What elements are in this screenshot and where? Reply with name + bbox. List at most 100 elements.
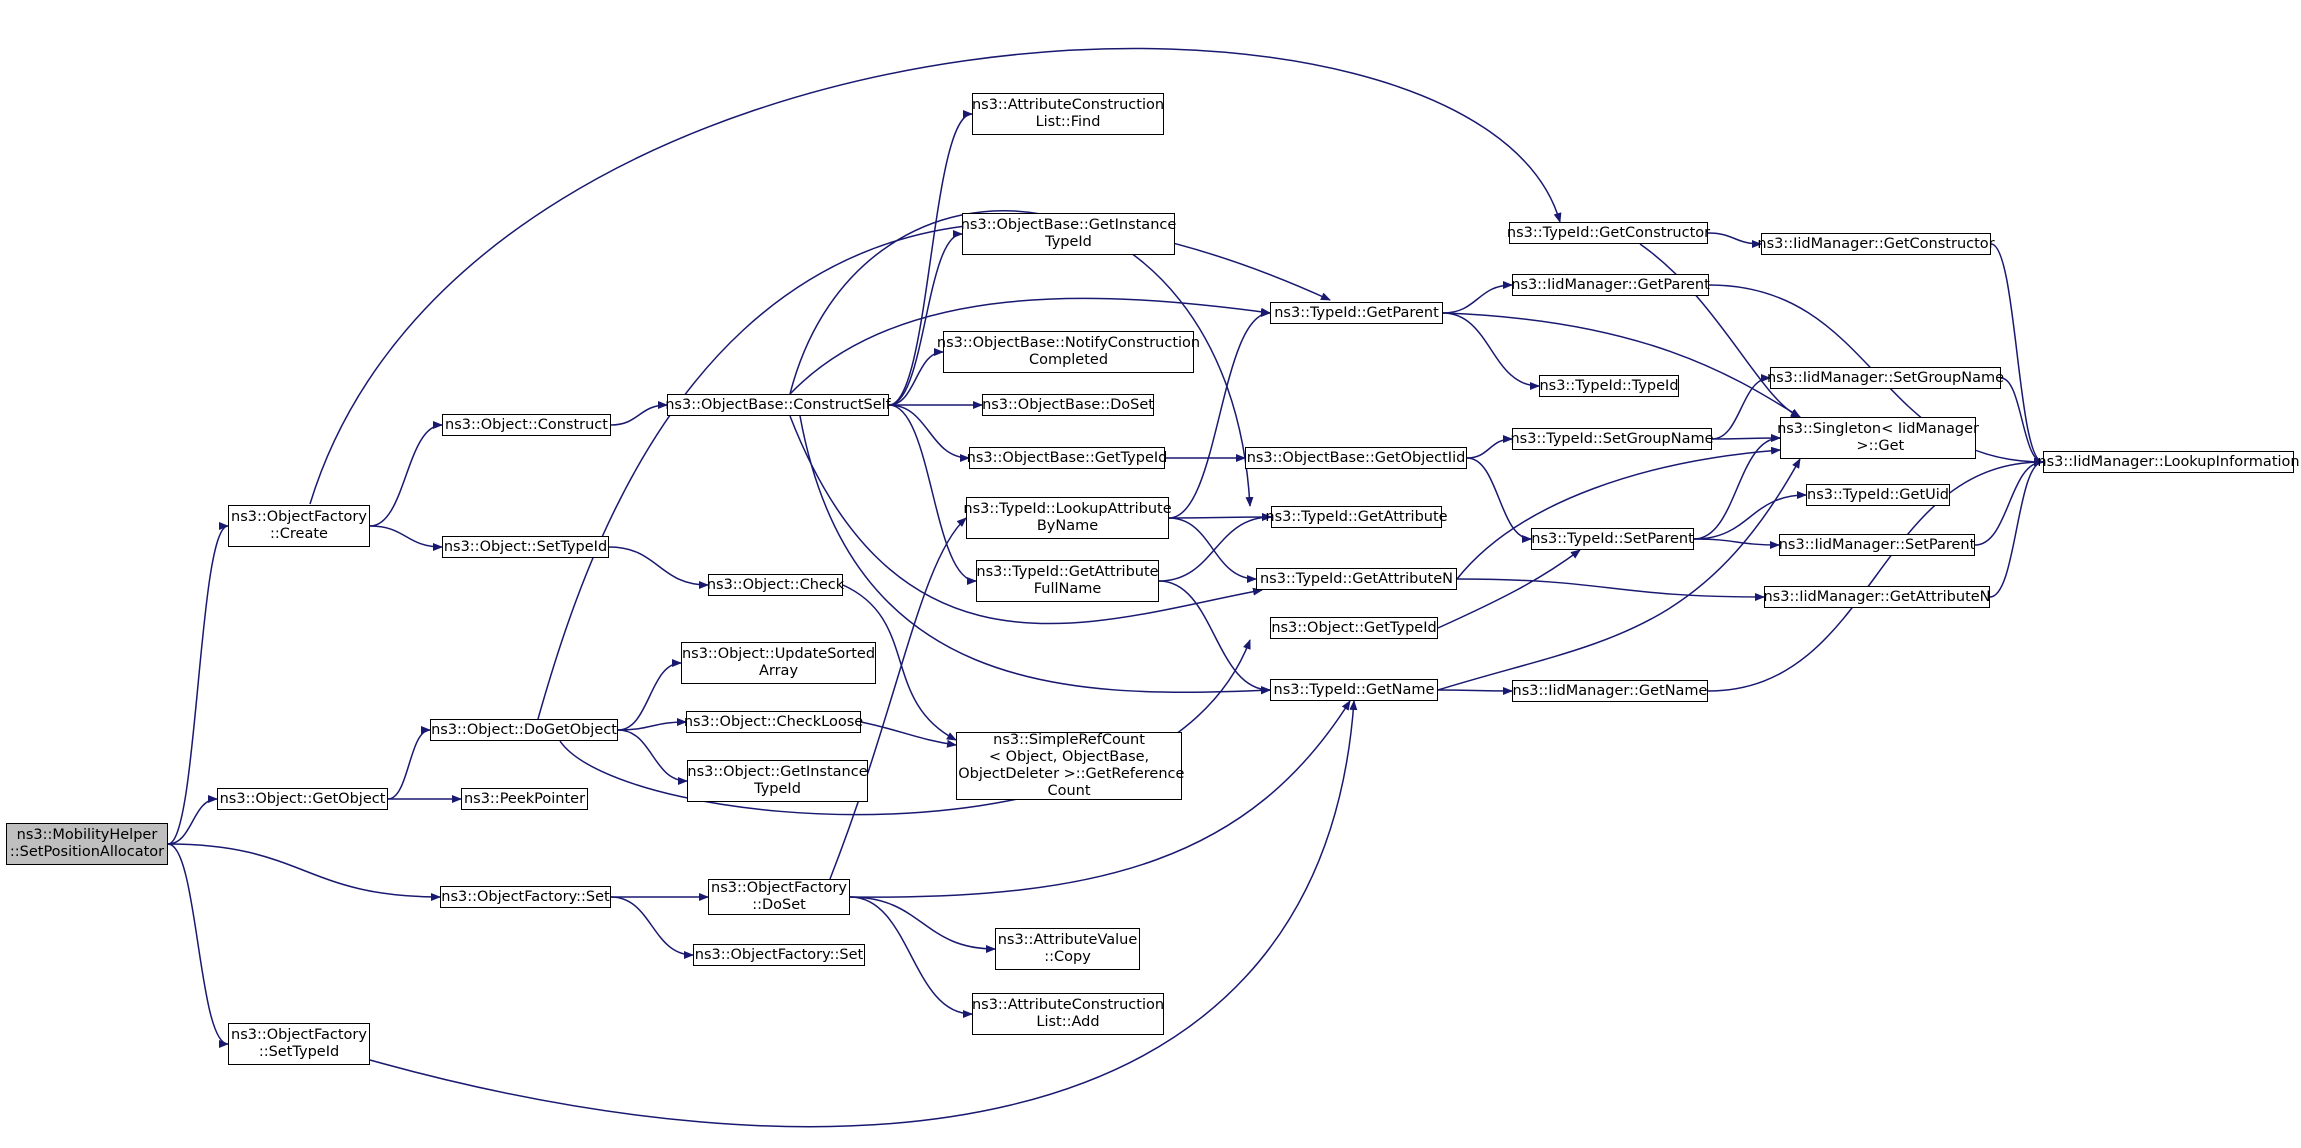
node-label: ns3::Object::Check (706, 576, 845, 593)
node-label: ns3::AttributeConstruction List::Find (971, 97, 1165, 130)
node-o-getinstancetypeid[interactable]: ns3::Object::GetInstance TypeId (687, 760, 868, 802)
node-singleton-get[interactable]: ns3::Singleton< IidManager >::Get (1777, 417, 1979, 459)
node-iid-setgroupname[interactable]: ns3::IidManager::SetGroupName (1766, 367, 2005, 389)
node-label: ns3::ObjectBase::GetTypeId (966, 449, 1168, 466)
node-label: ns3::Singleton< IidManager >::Get (1777, 421, 1979, 454)
node-srcount[interactable]: ns3::SimpleRefCount < Object, ObjectBase… (956, 732, 1184, 800)
node-tid-typeid[interactable]: ns3::TypeId::TypeId (1539, 375, 1679, 397)
node-tid-getname[interactable]: ns3::TypeId::GetName (1270, 679, 1438, 701)
node-label: ns3::Object::GetInstance TypeId (687, 764, 868, 797)
node-label: ns3::Object::UpdateSorted Array (681, 646, 876, 679)
node-label: ns3::ObjectBase::DoSet (982, 396, 1154, 413)
node-o-construct[interactable]: ns3::Object::Construct (442, 414, 611, 436)
node-tid-getconstructor[interactable]: ns3::TypeId::GetConstructor (1506, 222, 1711, 244)
node-o-getobject[interactable]: ns3::Object::GetObject (217, 788, 388, 810)
node-label: ns3::Object::CheckLoose (683, 713, 864, 730)
node-ob-doset[interactable]: ns3::ObjectBase::DoSet (982, 394, 1154, 416)
node-of-doset[interactable]: ns3::ObjectFactory ::DoSet (708, 879, 850, 915)
node-ob-getinstancetypeid[interactable]: ns3::ObjectBase::GetInstance TypeId (960, 213, 1177, 255)
node-iid-getname[interactable]: ns3::IidManager::GetName (1512, 680, 1708, 702)
node-tid-getattribute[interactable]: ns3::TypeId::GetAttribute (1265, 506, 1448, 528)
node-label: ns3::AttributeConstruction List::Add (971, 997, 1165, 1030)
node-label: ns3::IidManager::GetName (1512, 682, 1708, 699)
edge-iid_getconstructor-to-iid_lookupinfo (1990, 243, 2044, 466)
node-label: ns3::ObjectFactory ::SetTypeId (231, 1027, 367, 1060)
node-o-gettypeid[interactable]: ns3::Object::GetTypeId (1270, 617, 1438, 639)
node-label: ns3::TypeId::GetConstructor (1506, 224, 1711, 241)
edge-root-to-of_create (167, 522, 229, 845)
node-o-settypeid[interactable]: ns3::Object::SetTypeId (442, 536, 609, 558)
node-tid-getattributen[interactable]: ns3::TypeId::GetAttributeN (1256, 568, 1457, 590)
node-peekpointer[interactable]: ns3::PeekPointer (461, 788, 588, 810)
node-ob-gettypeid[interactable]: ns3::ObjectBase::GetTypeId (966, 447, 1168, 469)
edge-of_create-to-tid_getconstructor (309, 47, 1562, 505)
node-of-set2[interactable]: ns3::ObjectFactory::Set (693, 944, 865, 966)
node-label: ns3::ObjectFactory ::DoSet (711, 880, 847, 913)
edge-tid_lookupattr-to-tid_getattributen (1168, 517, 1257, 583)
node-label: ns3::TypeId::LookupAttribute ByName (963, 501, 1172, 534)
edge-o_dogetobject-to-o_gettypeid (559, 639, 1251, 816)
node-label: ns3::TypeId::SetParent (1531, 530, 1694, 547)
node-ob-getobjectiid[interactable]: ns3::ObjectBase::GetObjectIid (1245, 447, 1467, 469)
edge-o_getobject-to-o_dogetobject (387, 726, 431, 800)
node-tid-setparent[interactable]: ns3::TypeId::SetParent (1531, 528, 1694, 550)
edge-root-to-of_settypeid (167, 843, 229, 1048)
node-label: ns3::TypeId::SetGroupName (1510, 430, 1714, 447)
edge-ob_getobjectiid-to-tid_setparent (1466, 457, 1532, 543)
node-iid-setparent[interactable]: ns3::IidManager::SetParent (1779, 534, 1975, 556)
node-label: ns3::IidManager::SetGroupName (1766, 369, 2005, 386)
node-label: ns3::TypeId::GetName (1273, 681, 1435, 698)
node-label: ns3::AttributeValue ::Copy (997, 932, 1138, 965)
edge-tid_getattributen-to-iid_getattributen (1456, 578, 1765, 601)
edge-iid_getname-to-iid_lookupinfo (1707, 458, 2044, 692)
node-iid-getparent[interactable]: ns3::IidManager::GetParent (1511, 274, 1710, 296)
node-label: ns3::ObjectBase::GetInstance TypeId (960, 217, 1177, 250)
node-label: ns3::TypeId::GetUid (1807, 486, 1949, 503)
edge-o_settypeid-to-o_check (608, 546, 709, 589)
node-tid-getattrfullname[interactable]: ns3::TypeId::GetAttribute FullName (976, 560, 1159, 602)
node-iid-getattributen[interactable]: ns3::IidManager::GetAttributeN (1763, 586, 1991, 608)
node-o-checkloose[interactable]: ns3::Object::CheckLoose (683, 711, 864, 733)
edge-of_doset-to-av_copy (849, 896, 996, 953)
edge-tid_getconstructor-to-iid_getconstructor (1707, 232, 1762, 248)
node-acl-add[interactable]: ns3::AttributeConstruction List::Add (972, 993, 1164, 1035)
edge-of_create-to-o_construct (369, 421, 443, 527)
node-tid-getuid[interactable]: ns3::TypeId::GetUid (1806, 484, 1950, 506)
node-tid-setgroupname[interactable]: ns3::TypeId::SetGroupName (1510, 428, 1714, 450)
edge-tid_getparent-to-singleton_get (1442, 312, 1801, 418)
node-o-check[interactable]: ns3::Object::Check (706, 574, 845, 596)
node-iid-lookupinfo[interactable]: ns3::IidManager::LookupInformation (2037, 451, 2300, 473)
edge-tid_setparent-to-singleton_get (1693, 434, 1781, 540)
edge-ob_constructself-to-tid_getattrfullname (888, 404, 977, 585)
node-ob-constructself[interactable]: ns3::ObjectBase::ConstructSelf (665, 394, 891, 416)
edge-ob_constructself-to-tid_getparent (789, 297, 1271, 395)
node-of-settypeid[interactable]: ns3::ObjectFactory ::SetTypeId (228, 1023, 370, 1065)
node-label: ns3::Object::SetTypeId (443, 538, 608, 555)
edge-tid_setparent-to-iid_setparent (1693, 538, 1780, 549)
edge-of_settypeid-to-tid_getname (369, 700, 1358, 1128)
edge-root-to-o_getobject (167, 795, 218, 845)
node-label: ns3::IidManager::SetParent (1778, 536, 1976, 553)
node-label: ns3::IidManager::GetConstructor (1757, 235, 1995, 252)
node-ob-notify[interactable]: ns3::ObjectBase::NotifyConstruction Comp… (937, 331, 1200, 373)
node-root[interactable]: ns3::MobilityHelper ::SetPositionAllocat… (6, 823, 168, 865)
edge-o_construct-to-ob_constructself (610, 401, 668, 426)
node-o-dogetobject[interactable]: ns3::Object::DoGetObject (430, 719, 618, 741)
node-o-updatesorted[interactable]: ns3::Object::UpdateSorted Array (681, 642, 876, 684)
edge-tid_getname-to-iid_getname (1437, 686, 1513, 695)
node-of-set[interactable]: ns3::ObjectFactory::Set (440, 886, 611, 908)
node-av-copy[interactable]: ns3::AttributeValue ::Copy (995, 928, 1140, 970)
node-label: ns3::Object::DoGetObject (431, 721, 617, 738)
node-tid-getparent[interactable]: ns3::TypeId::GetParent (1270, 302, 1443, 324)
node-acl-find[interactable]: ns3::AttributeConstruction List::Find (972, 93, 1164, 135)
edge-o_gettypeid-to-tid_setparent (1437, 549, 1581, 629)
node-iid-getconstructor[interactable]: ns3::IidManager::GetConstructor (1757, 233, 1995, 255)
edge-ob_getobjectiid-to-tid_setgroupname (1466, 435, 1513, 459)
node-tid-lookupattr[interactable]: ns3::TypeId::LookupAttribute ByName (963, 497, 1172, 539)
node-label: ns3::TypeId::GetParent (1274, 304, 1439, 321)
node-of-create[interactable]: ns3::ObjectFactory ::Create (228, 505, 370, 547)
edge-iid_getattributen-to-iid_lookupinfo (1989, 458, 2044, 598)
node-label: ns3::ObjectBase::GetObjectIid (1246, 449, 1466, 466)
edge-tid_getattributen-to-singleton_get (1456, 446, 1781, 580)
